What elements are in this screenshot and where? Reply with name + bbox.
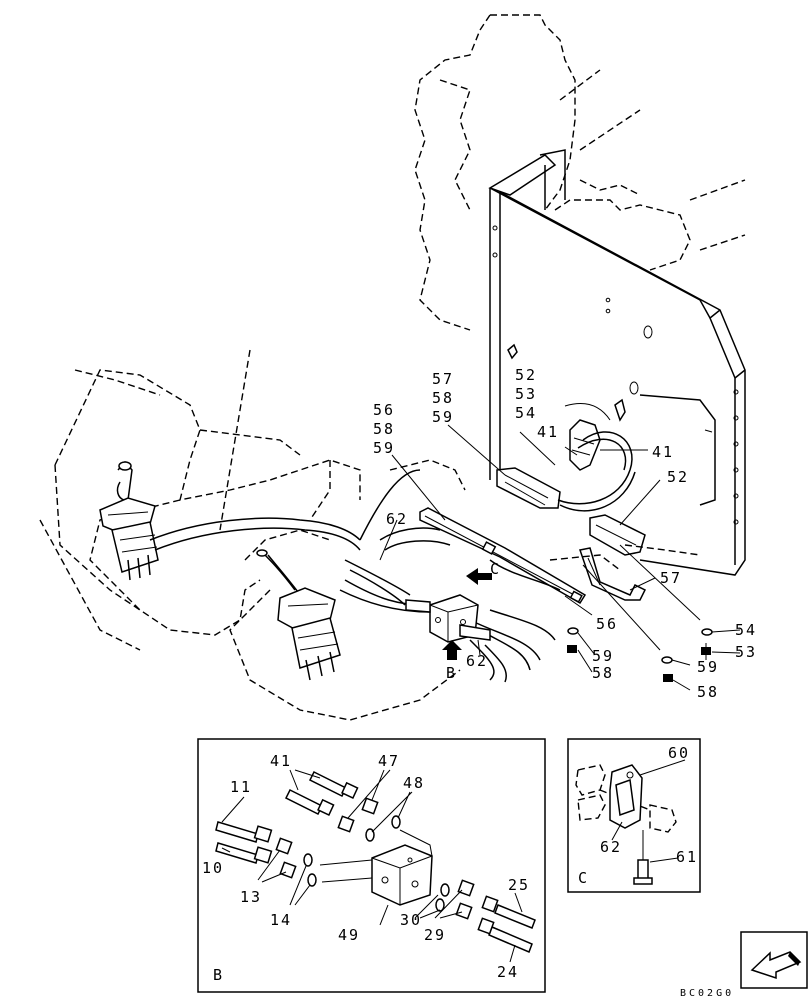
callout-62-main: 62 (386, 510, 408, 528)
frame-plate (488, 149, 746, 576)
callout-54-right: 54 (735, 621, 757, 639)
callout-58-mid: 58 (373, 420, 395, 438)
detail-b-callout-25: 25 (508, 876, 530, 894)
detail-b-callout-13: 13 (240, 888, 262, 906)
callout-59-top: 59 (432, 408, 454, 426)
page-turn-arrow-icon[interactable] (740, 931, 808, 989)
hose-bundle (339, 469, 561, 683)
main-callouts: 57 58 59 52 53 54 56 58 59 41 41 52 62 5… (373, 366, 757, 701)
callout-41-right: 41 (652, 443, 674, 461)
callout-54-top: 54 (515, 404, 537, 422)
detail-c-label: C (578, 869, 589, 887)
callout-58-bottom: 58 (592, 664, 614, 682)
callout-59-right: 59 (697, 658, 719, 676)
hardware-right (567, 627, 713, 682)
detail-b-callout-30: 30 (400, 911, 422, 929)
detail-b-callout-11: 11 (230, 778, 252, 796)
callout-58-top: 58 (432, 389, 454, 407)
pilot-valve-left (99, 460, 361, 581)
detail-b-label: B (213, 966, 224, 984)
detail-c-callout-61: 61 (676, 848, 698, 866)
mounting-bars (419, 507, 587, 605)
callout-58-right: 58 (697, 683, 719, 701)
detail-b-callout-49: 49 (338, 926, 360, 944)
arrow-b-icon (442, 640, 462, 660)
detail-b-callout-41: 41 (270, 752, 292, 770)
detail-c-callout-62: 62 (600, 838, 622, 856)
callout-52-right: 52 (667, 468, 689, 486)
background-machine-outline (414, 14, 746, 331)
leader-lines (379, 424, 741, 691)
callout-53-right: 53 (735, 643, 757, 661)
callout-57-right: 57 (660, 569, 682, 587)
detail-b-callout-47: 47 (378, 752, 400, 770)
pilot-valve-right (256, 549, 341, 681)
detail-b-callout-24: 24 (497, 963, 519, 981)
detail-b-callout-29: 29 (424, 926, 446, 944)
callout-53-top: 53 (515, 385, 537, 403)
arrow-b-label: B (446, 664, 457, 682)
callout-59-bottom: 59 (592, 647, 614, 665)
valve-bracket-upper (496, 403, 636, 512)
detail-c-view: 60 62 61 C (567, 738, 701, 893)
background-left-outline (39, 349, 466, 721)
detail-c-callout-60: 60 (668, 744, 690, 762)
detail-b-callout-48: 48 (403, 774, 425, 792)
callout-57-top: 57 (432, 370, 454, 388)
central-valve-block (405, 594, 491, 643)
detail-b-callout-10: 10 (202, 859, 224, 877)
arrow-c-label: C (490, 560, 501, 578)
callout-56-top: 56 (373, 401, 395, 419)
detail-b-callout-14: 14 (270, 911, 292, 929)
callout-52-top: 52 (515, 366, 537, 384)
callout-59-mid: 59 (373, 439, 395, 457)
arrow-c-icon (466, 568, 492, 585)
callout-62-bottom: 62 (466, 652, 488, 670)
detail-b-view: 41 47 48 11 10 13 14 49 30 29 25 24 B (197, 738, 546, 993)
callout-56-bottom: 56 (596, 615, 618, 633)
figure-code: BC02G0 (680, 988, 734, 999)
right-brackets (549, 514, 701, 601)
view-arrows (442, 568, 492, 660)
callout-41-left: 41 (537, 423, 559, 441)
